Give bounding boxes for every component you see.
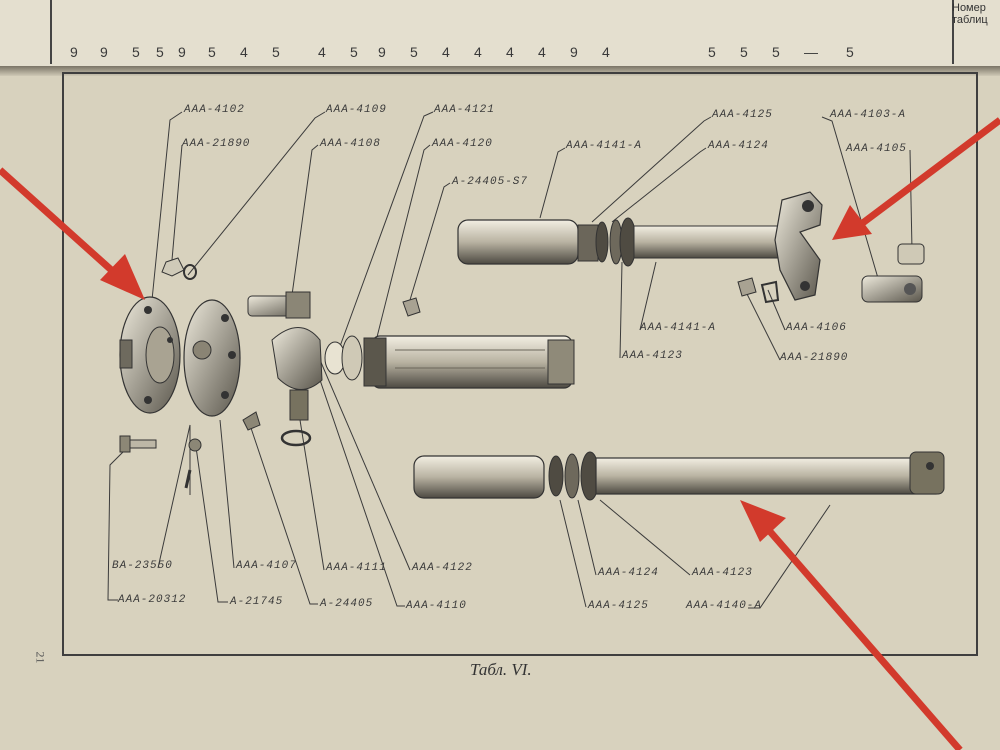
- top-number: 4: [318, 44, 326, 60]
- label-4122: ААА-4122: [412, 562, 473, 574]
- label-4102: ААА-4102: [184, 104, 245, 116]
- top-number: 5: [156, 44, 164, 60]
- label-4120: ААА-4120: [432, 138, 493, 150]
- label-4123-mid: ААА-4123: [622, 350, 683, 362]
- page-number: 21: [33, 651, 48, 664]
- top-number: 5: [708, 44, 716, 60]
- label-24405: А-24405: [320, 598, 374, 610]
- top-number: 4: [538, 44, 546, 60]
- top-number: —: [804, 44, 818, 60]
- table-caption: Табл. VI.: [470, 660, 532, 679]
- red-arrow-left: [0, 167, 145, 300]
- label-24405-s7: А-24405-S7: [452, 176, 529, 188]
- end-cover-disk: [119, 296, 181, 414]
- top-number: 5: [846, 44, 854, 60]
- label-4109: ААА-4109: [326, 104, 387, 116]
- label-4141-a-top: ААА-4141-А: [566, 140, 643, 152]
- label-4125-bottom: ААА-4125: [588, 600, 649, 612]
- top-number: 4: [506, 44, 514, 60]
- leader-lines: [107, 111, 913, 609]
- label-4124-bottom: ААА-4124: [598, 567, 659, 579]
- page-fold-shadow: [0, 66, 1000, 76]
- gear-disk: [183, 299, 241, 417]
- label-4111: ААА-4111: [326, 562, 387, 574]
- upper-shaft-assembly: [457, 191, 925, 304]
- middle-tube: [363, 335, 575, 389]
- label-4108: ААА-4108: [320, 138, 381, 150]
- top-number: 4: [602, 44, 610, 60]
- label-4110: ААА-4110: [406, 600, 467, 612]
- label-21745: А-21745: [230, 596, 284, 608]
- top-number: 9: [570, 44, 578, 60]
- label-4141-a-bottom: ААА-4141-А: [640, 322, 717, 334]
- top-number: 5: [740, 44, 748, 60]
- top-number: 4: [240, 44, 248, 60]
- top-number: 5: [350, 44, 358, 60]
- top-number: 9: [70, 44, 78, 60]
- label-4103-a: ААА-4103-А: [830, 109, 907, 121]
- top-number: 5: [272, 44, 280, 60]
- top-number: 4: [474, 44, 482, 60]
- label-4125-top: ААА-4125: [712, 109, 773, 121]
- label-4107: ААА-4107: [236, 560, 297, 572]
- crank-housing: [247, 291, 363, 447]
- label-21890-right: ААА-21890: [780, 352, 849, 364]
- label-4105: ААА-4105: [846, 143, 907, 155]
- label-20312: ААА-20312: [118, 594, 187, 606]
- bolts-and-pins: [119, 297, 421, 489]
- top-number: 9: [100, 44, 108, 60]
- diagram-frame: [62, 72, 978, 656]
- top-number: 9: [378, 44, 386, 60]
- table-ruling: [50, 0, 954, 64]
- top-number: 5: [410, 44, 418, 60]
- red-arrow-right: [832, 117, 1000, 240]
- top-number: 5: [772, 44, 780, 60]
- label-4124-top: ААА-4124: [708, 140, 769, 152]
- table-header-text: Номер таблиц: [952, 2, 988, 26]
- red-arrow-bottom: [740, 500, 963, 750]
- label-4140-a: ААА-4140-А: [686, 600, 763, 612]
- lower-shaft-assembly: [413, 451, 945, 501]
- label-21890: ААА-21890: [182, 138, 251, 150]
- top-number: 5: [208, 44, 216, 60]
- previous-page-edge: Номер таблиц 9 9 5 5 9 5 4 5 4 5 9 5 4 4…: [0, 0, 1000, 70]
- label-ba-23550: ВА-23550: [112, 560, 173, 572]
- top-number: 5: [132, 44, 140, 60]
- label-4106: ААА-4106: [786, 322, 847, 334]
- top-number: 9: [178, 44, 186, 60]
- label-4121: ААА-4121: [434, 104, 495, 116]
- label-4123-bottom: ААА-4123: [692, 567, 753, 579]
- small-nuts: [161, 257, 197, 280]
- top-number: 4: [442, 44, 450, 60]
